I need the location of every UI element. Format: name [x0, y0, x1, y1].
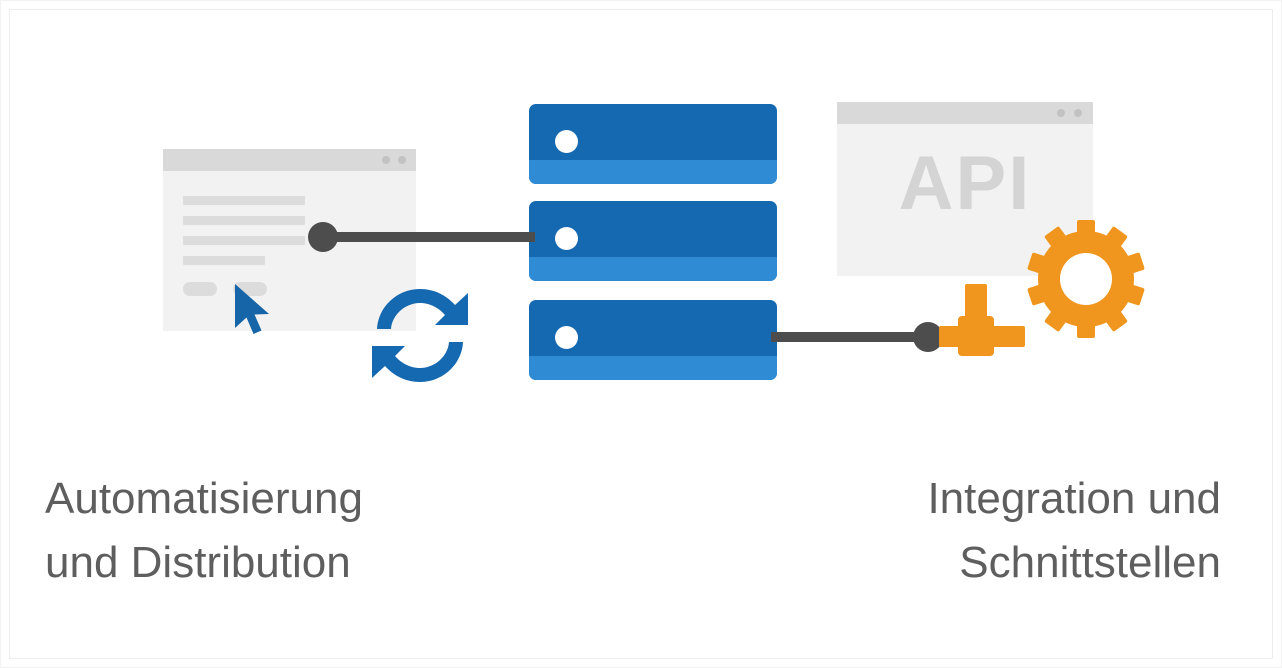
window-dot-icon — [1074, 109, 1082, 117]
placeholder-text-line — [183, 256, 265, 265]
placeholder-text-line — [183, 236, 305, 245]
window-dot-icon — [1057, 109, 1065, 117]
server-base — [529, 160, 777, 184]
sync-arrows-icon — [361, 283, 479, 388]
server-unit — [529, 104, 777, 184]
connector-line-right — [771, 332, 946, 342]
connector-line-left — [323, 232, 535, 242]
status-led-icon — [555, 227, 578, 250]
server-base — [529, 356, 777, 380]
placeholder-text-line — [183, 216, 305, 225]
window-dot-icon — [398, 156, 406, 164]
caption-right: Integration und Schnittstellen — [927, 474, 1221, 587]
connector-node-left — [308, 222, 338, 252]
status-led-icon — [555, 326, 578, 349]
caption-left: Automatisierung und Distribution — [45, 474, 363, 587]
gear-icon — [1027, 220, 1145, 338]
server-unit — [529, 201, 777, 281]
status-led-icon — [555, 130, 578, 153]
placeholder-button[interactable] — [183, 282, 217, 296]
api-label: API — [898, 141, 1032, 226]
api-connector-stem — [965, 284, 987, 324]
api-title-bar — [837, 102, 1093, 124]
mouse-pointer-icon — [231, 282, 275, 338]
window-dot-icon — [382, 156, 390, 164]
server-unit — [529, 300, 777, 380]
server-base — [529, 257, 777, 281]
connector-node-right — [913, 322, 943, 352]
browser-title-bar — [163, 149, 416, 171]
api-connector-block — [958, 316, 994, 356]
placeholder-text-line — [183, 196, 305, 205]
